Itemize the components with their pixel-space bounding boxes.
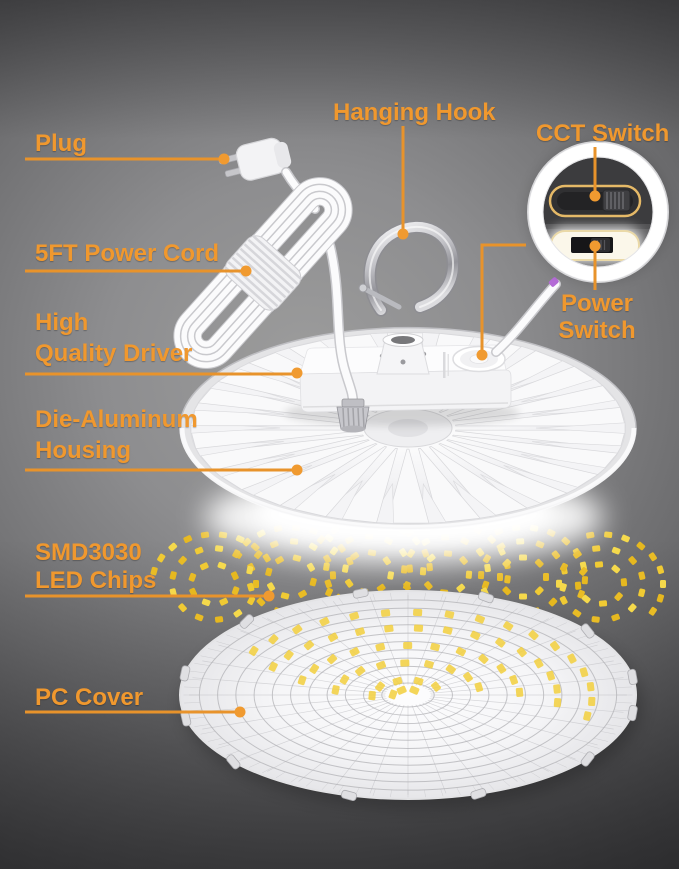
plug-label: Plug [35,130,87,157]
power-switch-label: Power Switch [551,290,643,344]
housing-label-line1: Die-Aluminum [35,406,198,433]
cct-switch-label: CCT Switch [536,120,670,147]
hanging-hook-label: Hanging Hook [333,99,496,126]
cable-gland [336,398,370,433]
housing-label: Die-Aluminum Housing [35,404,198,466]
power-cord-label: 5FT Power Cord [35,240,220,267]
housing-label-line2: Housing [35,437,131,464]
led-chips-label-line2: LED Chips [35,567,157,594]
driver-embossed-text [443,352,446,378]
pc-cover [179,587,642,808]
pc-cover-label: PC Cover [35,684,144,711]
driver-label-line1: High [35,309,89,336]
leader-lines [25,126,597,714]
led-chips-on-cover [248,608,596,721]
power-cord-run [324,240,359,409]
leader-dots [218,153,601,718]
driver-label: High Quality Driver [35,307,192,369]
hanging-hook [358,220,460,375]
power-cord-coil [173,177,353,369]
led-chips-label-line1: SMD3030 [35,539,142,566]
switch-wire [491,277,561,357]
led-chips-label: SMD3030 LED Chips [35,539,156,595]
power-switch-label-line1: Power [560,290,634,317]
power-switch-label-line2: Switch [558,317,636,344]
driver-label-line2: Quality Driver [35,340,193,367]
